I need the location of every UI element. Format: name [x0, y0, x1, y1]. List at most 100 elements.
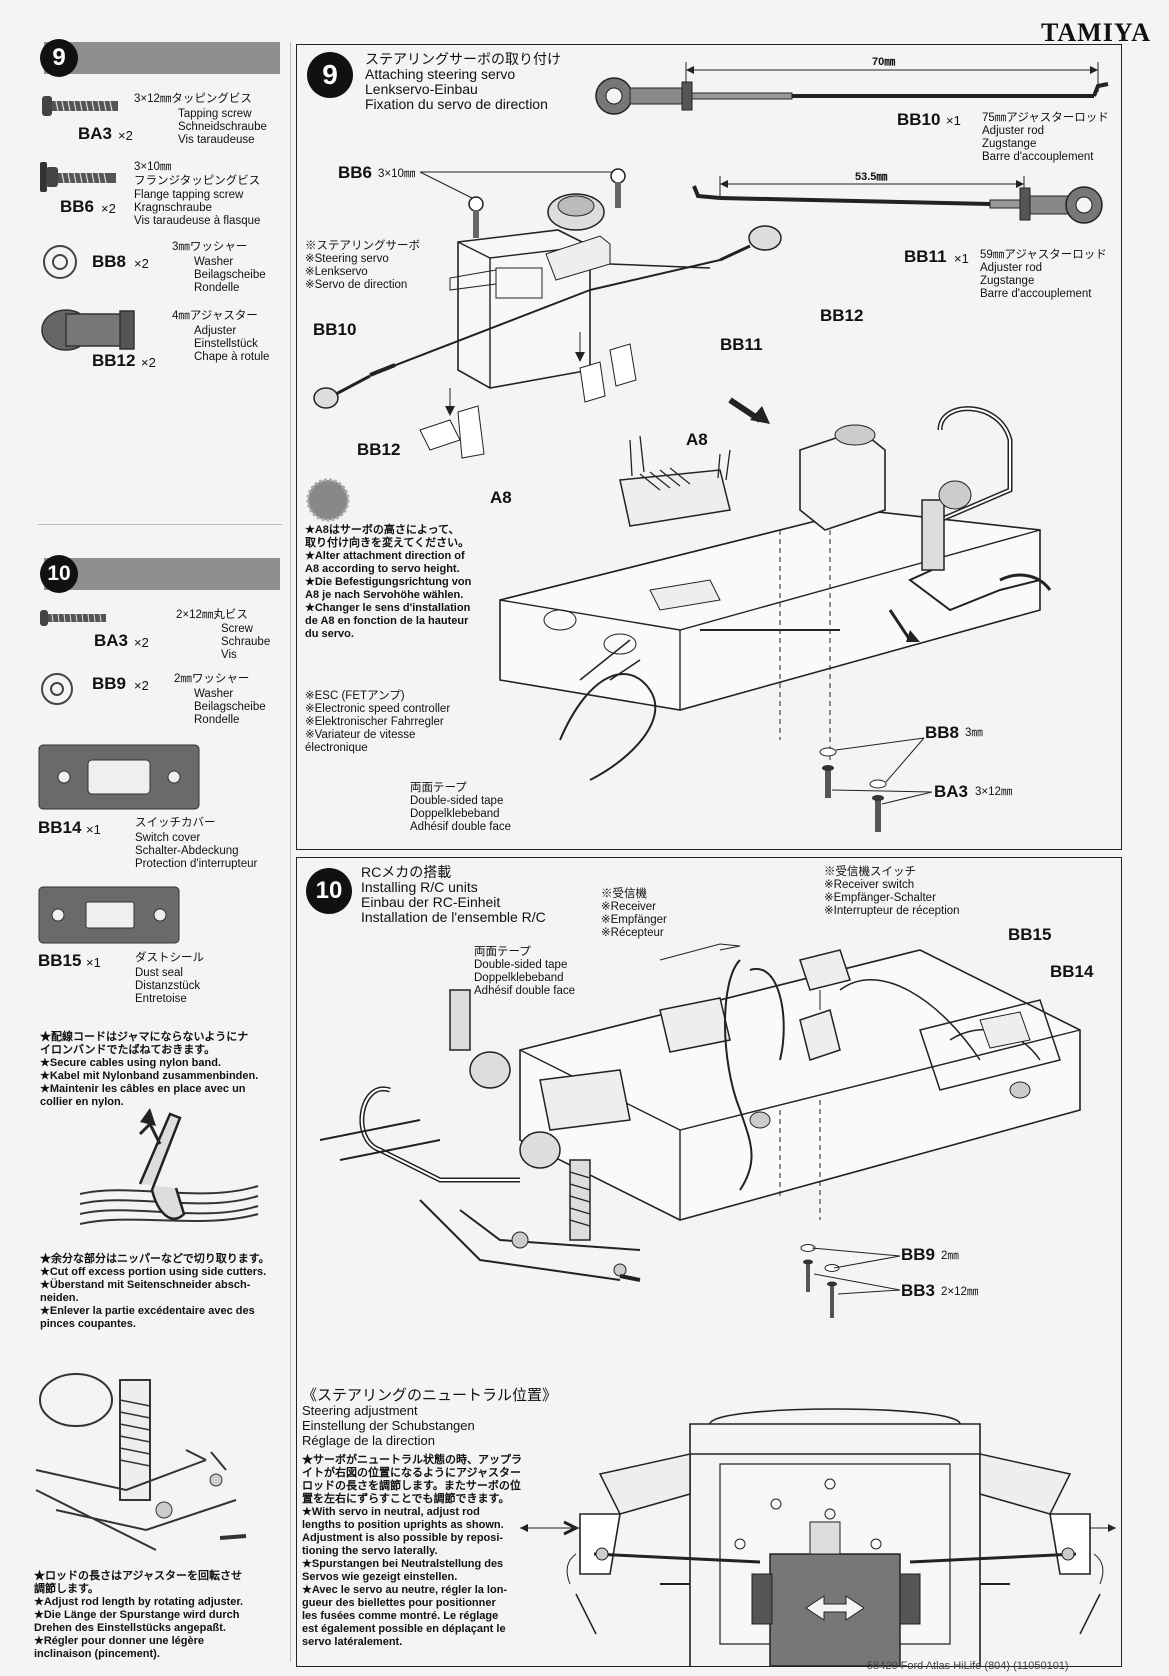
bb11-desc: 59㎜アジャスターロッド Adjuster rod Zugstange Barr… — [980, 249, 1107, 300]
bb12-desc-de: Einstellstück — [194, 338, 258, 350]
bb9-washer-icon — [41, 673, 73, 705]
step10-bb9-bb3-hardware — [800, 1244, 840, 1318]
callout-bb12-right: BB12 — [820, 306, 864, 325]
note-cables: ★配線コードはジャマにならないようにナ イロンバンドでたばねておきます。 ★Se… — [40, 1031, 259, 1108]
note-rod: ★ロッドの長さはアジャスターを回転させ 調節します。 ★Adjust rod l… — [34, 1570, 244, 1660]
bb9-qty: ×2 — [134, 678, 149, 693]
bb15-desc-de: Distanzstück — [135, 980, 201, 992]
bb14-desc-jp: スイッチカバー — [135, 817, 216, 829]
callout-bb10: BB10 — [313, 320, 357, 339]
step9-frame — [296, 44, 1122, 850]
bb8-desc-jp: 3㎜ワッシャー — [172, 241, 248, 253]
step10-chassis-drawing — [319, 943, 1081, 1282]
bb6-qty: ×2 — [101, 201, 116, 216]
callout-a8-left: A8 — [490, 488, 512, 507]
note-a8: ★A8はサーボの高さによって、 取り付け向きを変えてください。 ★Alter a… — [305, 524, 472, 640]
note-cut: ★余分な部分はニッパーなどで切り取ります。 ★Cut off excess po… — [40, 1253, 270, 1330]
servo-label: ※ステアリングサーボ ※Steering servo ※Lenkservo ※S… — [305, 240, 420, 291]
ba3-2x12-code: BA3 — [94, 631, 129, 650]
ba3-2x12-desc-jp: 2×12㎜丸ビス — [176, 609, 248, 621]
bb10-code: BB10 — [897, 110, 941, 129]
bb15-dust-seal-icon — [38, 886, 180, 944]
ba3-screw-icon — [42, 96, 118, 116]
bb6-desc-de: Kragnschraube — [134, 202, 212, 214]
step9-title: ステアリングサーボの取り付け Attaching steering servo … — [365, 51, 561, 112]
bb12-desc-fr: Chape à rotule — [194, 351, 270, 363]
bb11-code: BB11 — [904, 247, 947, 266]
bb11-rod-drawing — [692, 176, 1103, 224]
rod-adjust-illustration — [35, 1373, 247, 1551]
step10-parts-header — [44, 558, 280, 590]
steering-neutral-diagram — [520, 1408, 1116, 1667]
bb12-desc-jp: 4㎜アジャスター — [172, 310, 258, 322]
step9-chassis-drawing — [499, 397, 1052, 781]
ba3-2x12-desc-fr: Vis — [221, 649, 237, 661]
bb6-desc-en: Flange tapping screw — [134, 189, 244, 201]
bb15-desc-jp: ダストシール — [135, 952, 204, 964]
step9-bb8-washers — [819, 747, 887, 832]
bb8-qty: ×2 — [134, 256, 149, 271]
caution-seal-icon — [306, 478, 350, 522]
step9-number: 9 — [307, 52, 353, 98]
bb12-qty: ×2 — [141, 355, 156, 370]
step9-bb6-size: 3×10㎜ — [378, 168, 416, 180]
dim-70mm: 70㎜ — [872, 56, 896, 68]
bb6-desc-jp: フランジタッピングビス — [134, 175, 261, 187]
step9-ba3-size: 3×12㎜ — [975, 786, 1013, 798]
bb9-code: BB9 — [92, 674, 127, 693]
step9-bb8-code: BB8 — [925, 723, 960, 742]
ba3-desc-jp: 3×12㎜タッピングビス — [134, 93, 252, 105]
bb8-desc-fr: Rondelle — [194, 282, 240, 294]
bb9-desc-fr: Rondelle — [194, 714, 240, 726]
bb14-code: BB14 — [38, 818, 82, 837]
bb14-desc-fr: Protection d'interrupteur — [135, 858, 258, 870]
bb8-washer-icon — [43, 245, 77, 279]
bb10-desc: 75㎜アジャスターロッド Adjuster rod Zugstange Barr… — [982, 112, 1109, 163]
bb14-qty: ×1 — [86, 822, 101, 837]
callout-bb14: BB14 — [1050, 962, 1094, 981]
step10-number: 10 — [306, 868, 352, 914]
receiver-label: ※受信機 ※Receiver ※Empfänger ※Récepteur — [601, 888, 667, 939]
step10-bb9-code: BB9 — [901, 1245, 936, 1264]
bb15-desc-fr: Entretoise — [135, 993, 187, 1005]
steering-body: ★サーボがニュートラル状態の時、アップラ イトが右図の位置になるようにアジャスタ… — [302, 1454, 522, 1648]
bb15-code: BB15 — [38, 951, 82, 970]
step10-parts-number: 10 — [40, 555, 78, 593]
bb14-desc-en: Switch cover — [135, 832, 201, 844]
ba3-desc-de: Schneidschraube — [178, 121, 267, 133]
step9-parts-header — [44, 42, 280, 74]
step9-bb6-label: BB6 — [338, 163, 373, 182]
page-footer: 58420 Ford Atlas HiLife (804) (11050101) — [867, 1660, 1069, 1672]
bb6-code: BB6 — [60, 197, 95, 216]
nylon-band-illustration — [79, 1108, 259, 1225]
brand-logo: TAMIYA — [1040, 18, 1151, 47]
bb12-adjuster-icon — [41, 309, 135, 351]
ba3-small-screw-icon — [40, 610, 106, 626]
ba3-code: BA3 — [78, 124, 113, 143]
bb9-desc-de: Beilagscheibe — [194, 701, 266, 713]
bb11-qty: ×1 — [954, 251, 969, 266]
step10-title: RCメカの搭載 Installing R/C units Einbau der … — [361, 864, 546, 925]
bb15-desc-en: Dust seal — [135, 967, 183, 979]
callout-bb15: BB15 — [1008, 925, 1052, 944]
step10-bb9-size: 2㎜ — [941, 1250, 959, 1262]
bb15-qty: ×1 — [86, 955, 101, 970]
bb10-rod-drawing — [595, 62, 1109, 115]
step9-servo-exploded-drawing — [313, 168, 782, 459]
receiver-switch-label: ※受信機スイッチ ※Receiver switch ※Empfänger-Sch… — [824, 866, 960, 917]
step10-tape-label: 両面テープ Double-sided tape Doppelklebeband … — [474, 946, 576, 997]
callout-a8-right: A8 — [686, 430, 708, 449]
ba3-desc-fr: Vis taraudeuse — [178, 134, 255, 146]
step10-bb3-code: BB3 — [901, 1281, 936, 1300]
ba3-2x12-qty: ×2 — [134, 635, 149, 650]
step9-tape-label: 両面テープ Double-sided tape Doppelklebeband … — [410, 782, 512, 833]
bb8-desc-de: Beilagscheibe — [194, 269, 266, 281]
ba3-2x12-desc-de: Schraube — [221, 636, 271, 648]
bb14-desc-de: Schalter-Abdeckung — [135, 845, 239, 857]
column-divider — [290, 42, 291, 1662]
step9-ba3-code: BA3 — [934, 782, 969, 801]
dim-53mm: 53.5㎜ — [855, 171, 888, 183]
step10-callout-leaders — [811, 1247, 901, 1295]
ba3-2x12-desc-en: Screw — [221, 623, 253, 635]
bb9-desc-jp: 2㎜ワッシャー — [174, 673, 250, 685]
